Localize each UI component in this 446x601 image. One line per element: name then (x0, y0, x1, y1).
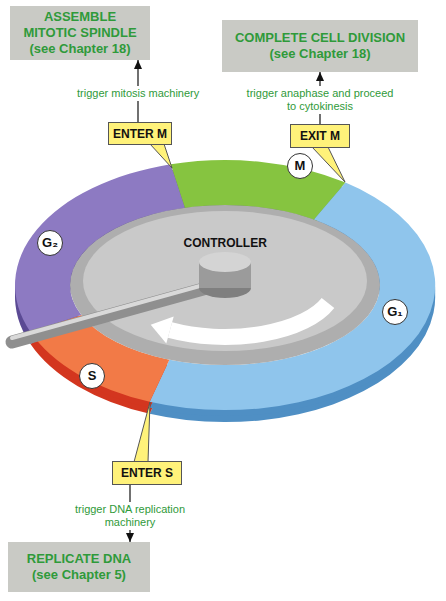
box-note: (see Chapter 5) (32, 567, 126, 583)
box-note: (see Chapter 18) (269, 46, 370, 62)
part-label: CONTROLLER (184, 236, 267, 250)
box-title: COMPLETE CELL DIVISION (235, 30, 405, 46)
box-title: ENTER S (121, 466, 173, 480)
box-title: ASSEMBLE MITOTIC SPINDLE (16, 9, 144, 41)
controller-disk-top (83, 211, 367, 351)
outcome-box: ASSEMBLE MITOTIC SPINDLE(see Chapter 18) (10, 6, 150, 60)
controller-knob-top (199, 252, 251, 272)
controller-arm-highlight (12, 279, 225, 338)
cycle-arrow-head (151, 317, 174, 344)
box-title: REPLICATE DNA (27, 551, 131, 567)
box-title: M (295, 159, 306, 173)
box-title: ENTER M (113, 127, 167, 141)
phase-circle: G₁ (382, 299, 408, 325)
checkpoint-box: EXIT M (290, 124, 350, 148)
box-note: (see Chapter 18) (29, 41, 130, 57)
outcome-box: REPLICATE DNA(see Chapter 5) (8, 542, 150, 592)
edge-label: trigger anaphase and proceed to cytokine… (243, 86, 397, 114)
controller-arm (12, 283, 225, 342)
checkpoint-pointer (312, 147, 345, 182)
phase-circle: S (79, 363, 105, 389)
edge-label: trigger DNA replication machinery (70, 502, 190, 530)
box-title: G₁ (387, 305, 403, 319)
box-title: EXIT M (300, 129, 340, 143)
cycle-arrow (170, 303, 328, 337)
checkpoint-box: ENTER M (108, 122, 172, 145)
phase-circle: G₂ (37, 230, 63, 256)
phase-circle: M (287, 153, 313, 179)
checkpoint-box: ENTER S (112, 461, 182, 485)
checkpoint-pointer (150, 144, 172, 168)
outcome-box: COMPLETE CELL DIVISION(see Chapter 18) (222, 20, 418, 72)
box-title: S (88, 369, 97, 383)
box-title: G₂ (42, 236, 58, 250)
arrow-head (316, 72, 324, 81)
controller-disk (70, 205, 380, 365)
arrow-head (134, 60, 142, 69)
arrow-head (126, 533, 134, 542)
edge-label: trigger mitosis machinery (75, 86, 201, 101)
checkpoint-pointer (134, 402, 150, 462)
